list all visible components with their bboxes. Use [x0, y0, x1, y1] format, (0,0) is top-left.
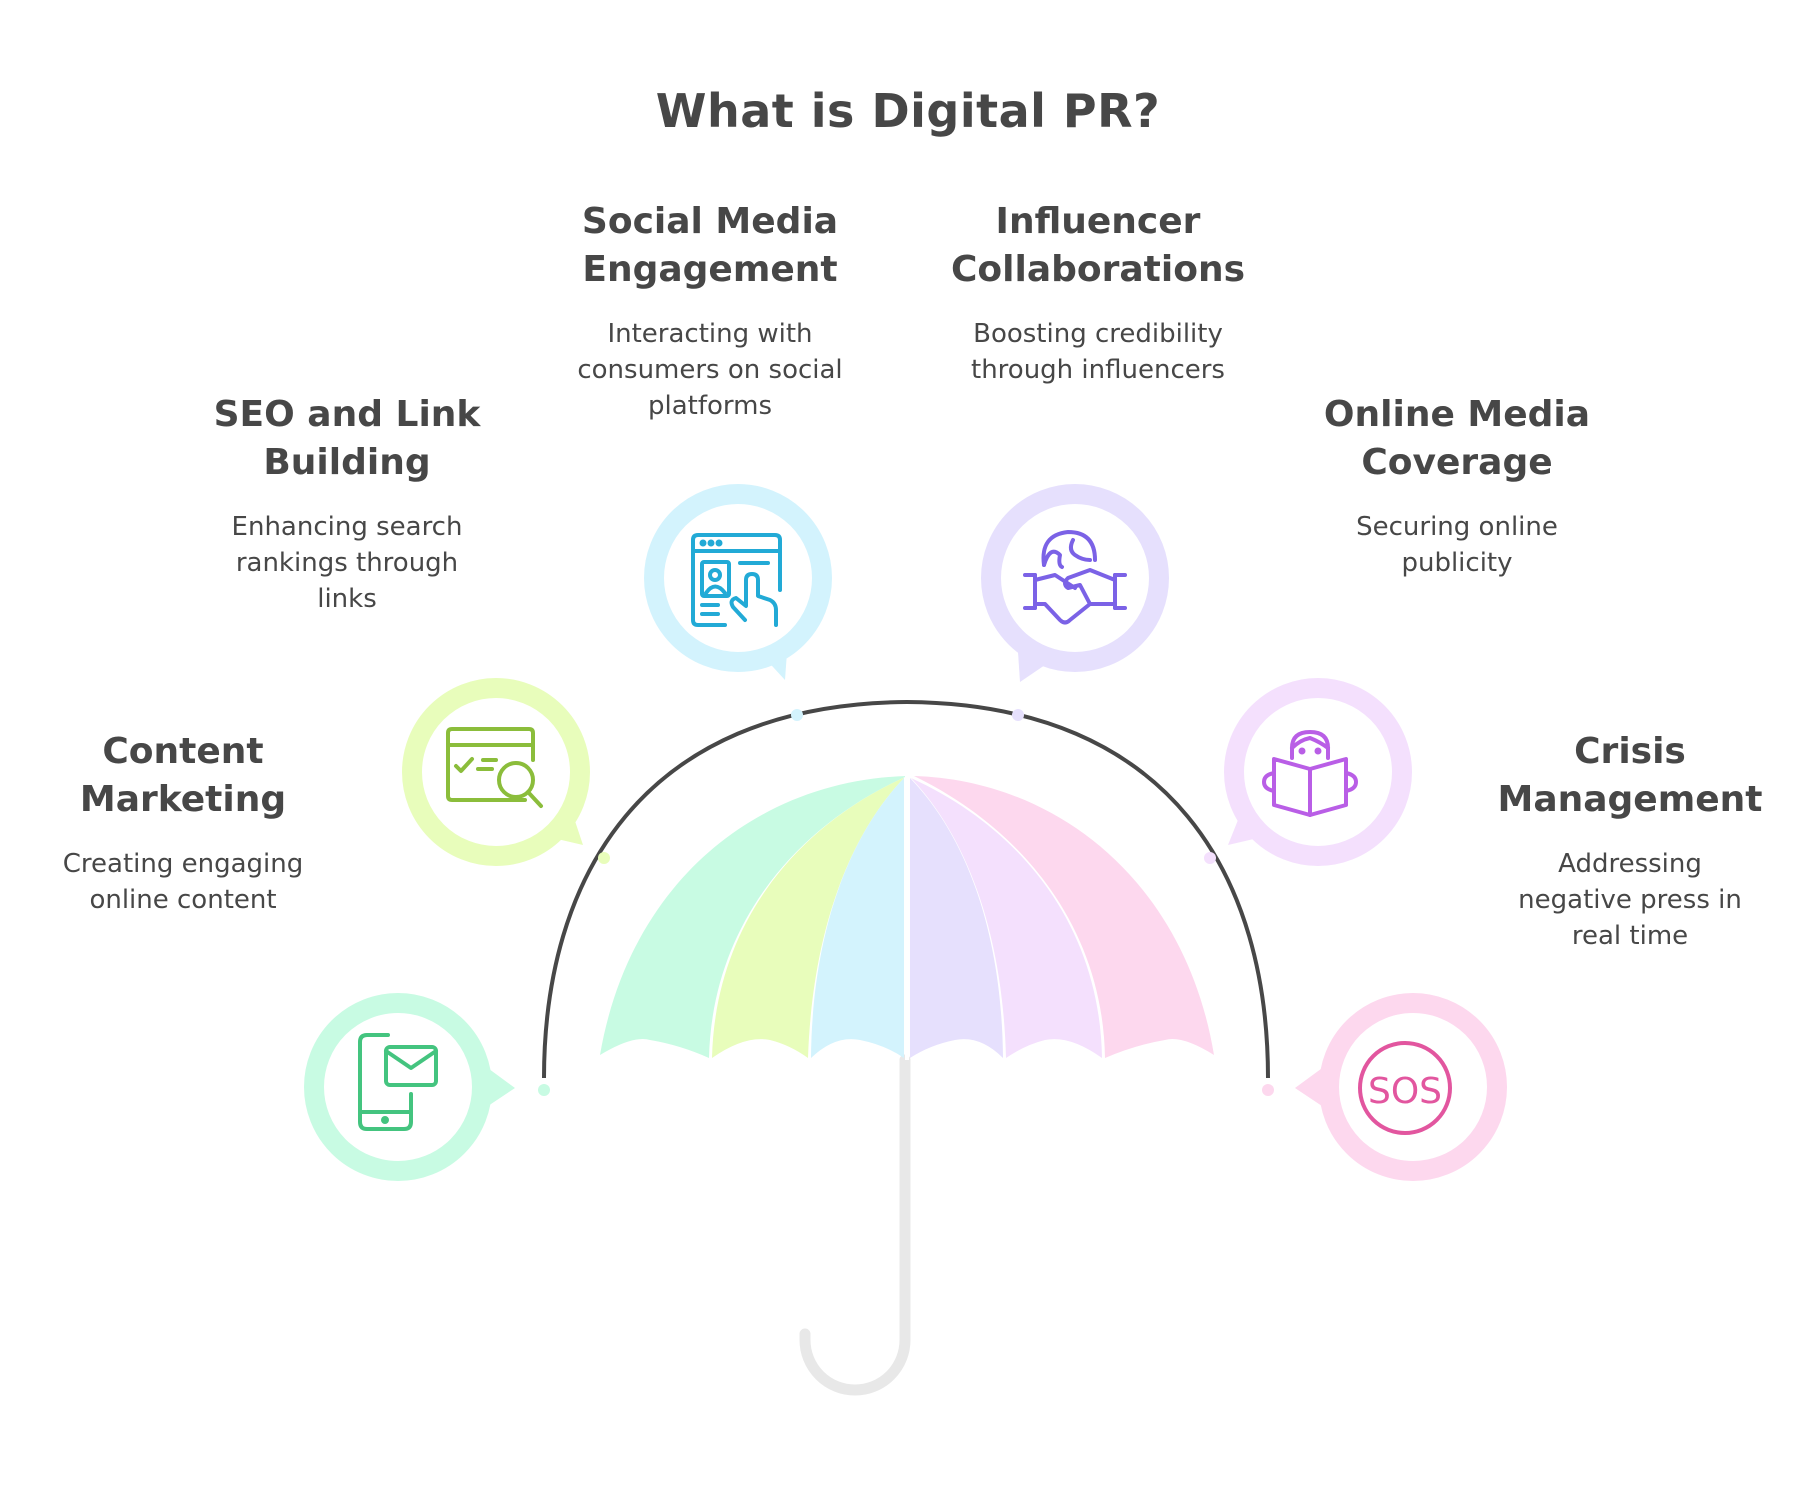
mobile-email-icon: [358, 1033, 438, 1131]
global-handshake-icon: [1023, 530, 1127, 625]
item-title: Crisis Management: [1497, 731, 1763, 820]
umbrella-canopy: [600, 776, 1214, 1060]
canopy-panel-4: [910, 778, 1003, 1058]
content-marketing-bubble: [304, 993, 515, 1181]
item-description: Securing online publicity: [1356, 512, 1558, 578]
canopy-panel-5: [911, 778, 1102, 1058]
canopy-panel-1: [600, 776, 907, 1058]
item-description: Enhancing search rankings through links: [231, 512, 463, 614]
umbrella-handle: [799, 1054, 911, 1396]
profile-tap-icon: [691, 533, 782, 627]
item-crisis-management: Crisis Management Addressing negative pr…: [1460, 728, 1800, 954]
item-description: Creating engaging online content: [62, 849, 304, 915]
crisis-management-bubble: SOS: [1295, 993, 1507, 1181]
canopy-panel-6: [914, 776, 1214, 1058]
item-title: Social Media Engagement: [581, 201, 839, 290]
svg-text:SOS: SOS: [1368, 1071, 1442, 1112]
item-description: Boosting credibility through influencers: [971, 319, 1225, 385]
diagram-title: What is Digital PR?: [655, 84, 1161, 138]
item-content-marketing: Content Marketing Creating engaging onli…: [13, 728, 353, 918]
item-description: Addressing negative press in real time: [1518, 849, 1742, 951]
social-media-engagement-bubble: [644, 484, 832, 680]
browser-search-icon: [446, 727, 543, 808]
item-influencer-collaborations: Influencer Collaborations Boosting credi…: [928, 198, 1268, 388]
item-seo-link-building: SEO and Link Building Enhancing search r…: [177, 391, 517, 617]
item-description: Interacting with consumers on social pla…: [577, 319, 843, 421]
item-online-media-coverage: Online Media Coverage Securing online pu…: [1287, 391, 1627, 581]
item-title: SEO and Link Building: [213, 394, 481, 483]
reader-newspaper-icon: [1262, 730, 1358, 817]
item-social-media-engagement: Social Media Engagement Interacting with…: [540, 198, 880, 424]
umbrella-arc: [538, 699, 1274, 1096]
seo-link-building-bubble: [402, 678, 590, 866]
canopy-panel-2: [712, 778, 904, 1058]
online-media-coverage-bubble: [1224, 678, 1412, 866]
item-title: Influencer Collaborations: [950, 201, 1245, 290]
sos-icon: SOS: [1358, 1041, 1452, 1135]
canopy-panel-3: [811, 778, 904, 1058]
item-title: Online Media Coverage: [1323, 394, 1591, 483]
influencer-collaborations-bubble: [981, 484, 1169, 682]
item-title: Content Marketing: [79, 731, 287, 820]
